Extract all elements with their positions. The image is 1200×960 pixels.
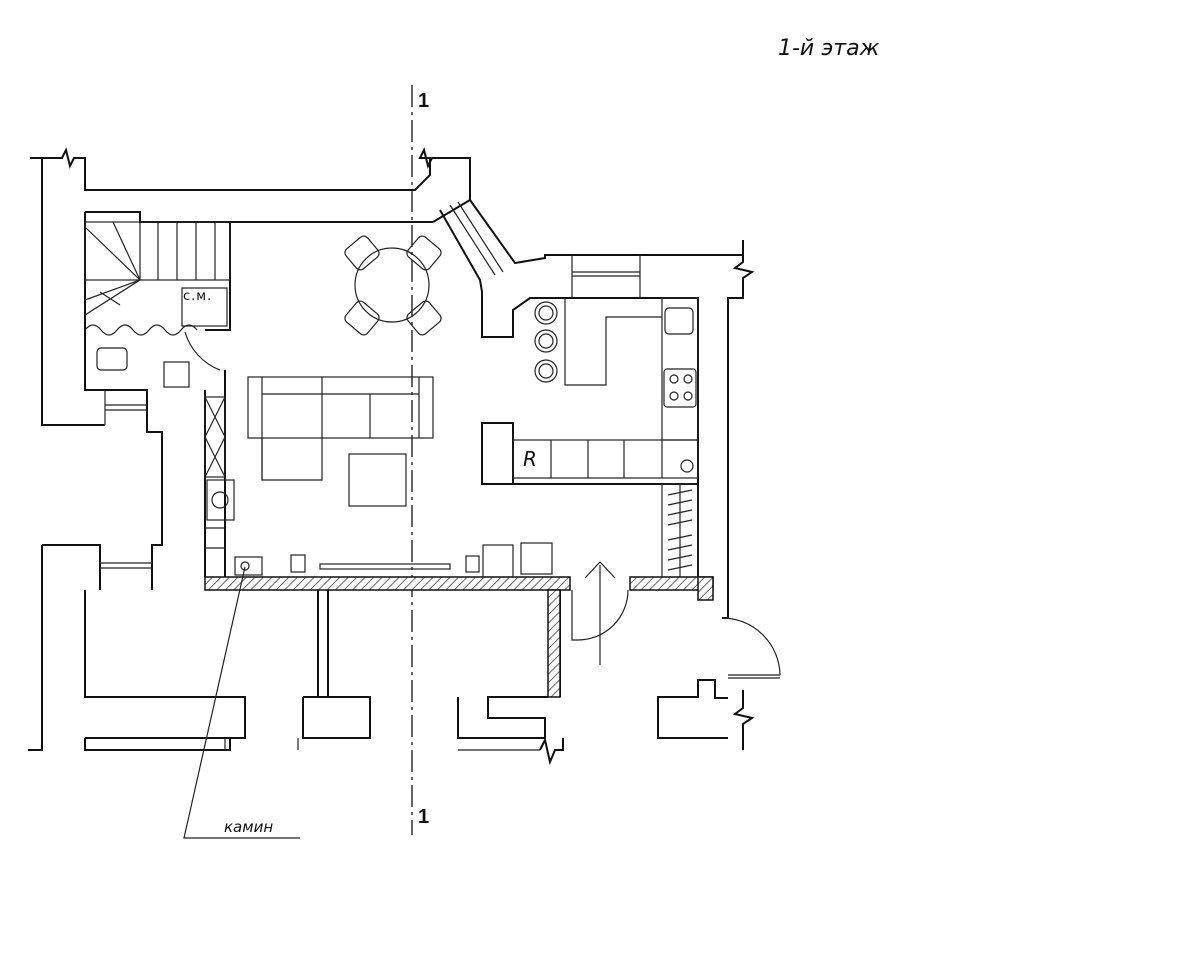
fridge-block (481, 422, 514, 485)
coffee-table (348, 453, 407, 507)
floor-title: 1-й этаж (778, 36, 880, 61)
wardrobe (661, 483, 699, 578)
bathroom (84, 287, 228, 388)
fireplace-leader-line (183, 566, 300, 839)
sofa (247, 376, 434, 481)
section-label-top: 1 (418, 90, 430, 112)
exterior-walls (28, 147, 781, 766)
fireplace-label: камин (224, 818, 274, 836)
staircase (84, 221, 231, 316)
fridge-label: R (523, 447, 537, 471)
section-label-bottom: 1 (418, 806, 430, 828)
fireplace-wall-items (234, 542, 553, 578)
washing-machine-label: с.м. (183, 289, 213, 304)
shower-tray (163, 361, 190, 388)
cooktop (663, 368, 697, 408)
partition-walls (204, 576, 714, 698)
entrance-door (571, 561, 629, 665)
washing-machine (181, 287, 228, 327)
wall-cabinets (204, 396, 235, 549)
dining-table-set (344, 235, 442, 336)
toilet-sink (96, 347, 128, 371)
kitchen (481, 297, 699, 485)
kitchen-sink (664, 307, 694, 335)
bar-stools (534, 301, 558, 383)
